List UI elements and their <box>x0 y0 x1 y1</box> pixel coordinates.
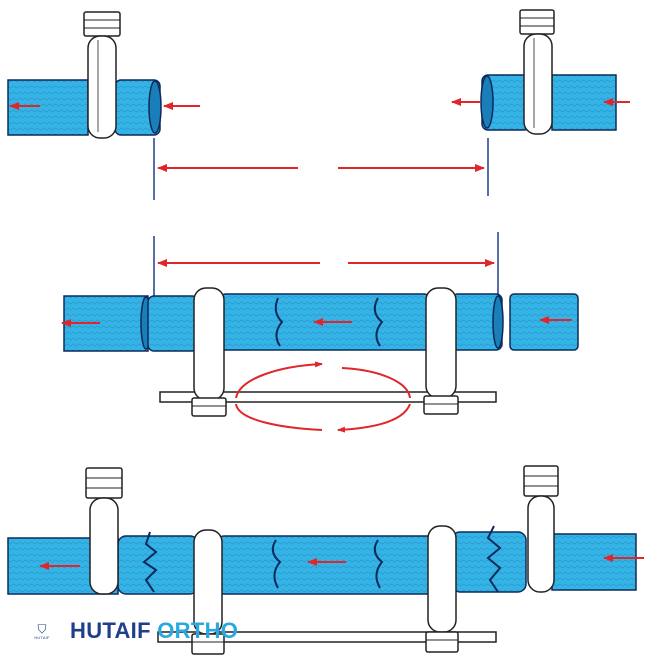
corticotomy-mark-right <box>373 297 384 347</box>
final-right-outer-pin <box>523 465 559 593</box>
brand-watermark: ⛉ HUTAIF HUTAIF ORTHO <box>30 617 238 645</box>
rotation-arrow-top <box>235 361 323 399</box>
panel-2-docking <box>61 232 579 433</box>
panel-1-transport-setup <box>7 9 630 200</box>
left-bone-segment <box>7 79 162 136</box>
transport-pin-left <box>191 287 227 417</box>
left-fixator-pin <box>83 11 121 139</box>
corticotomy-mark-left <box>274 297 284 347</box>
transport-pin-right <box>423 287 459 415</box>
external-fixator-rod <box>159 391 497 403</box>
regenerate-mark-left <box>271 539 282 589</box>
left-suture-line <box>142 531 158 593</box>
final-left-outer-pin <box>85 467 123 595</box>
regenerate-mark-right <box>373 539 384 589</box>
panel-3-healed <box>7 465 644 655</box>
final-left-inner-pin <box>191 529 225 655</box>
brand-name-part2: ORTHO <box>157 618 239 643</box>
right-fixator-pin <box>519 9 555 135</box>
brand-name-part1: HUTAIF <box>70 618 151 643</box>
final-fixator-rod <box>157 631 497 643</box>
brand-name: HUTAIF ORTHO <box>70 618 238 644</box>
right-suture-line <box>486 525 502 593</box>
logo-text: HUTAIF <box>34 634 50 640</box>
final-right-inner-pin <box>425 525 459 653</box>
rotation-arrow-bottom-left <box>235 403 323 431</box>
shield-logo-icon: ⛉ HUTAIF <box>30 618 54 644</box>
right-bone-segment <box>480 74 617 131</box>
rotation-arrow-bottom <box>337 403 411 433</box>
rotation-arrow-top-right <box>341 367 411 399</box>
shield-mark: ⛉ <box>37 621 47 636</box>
